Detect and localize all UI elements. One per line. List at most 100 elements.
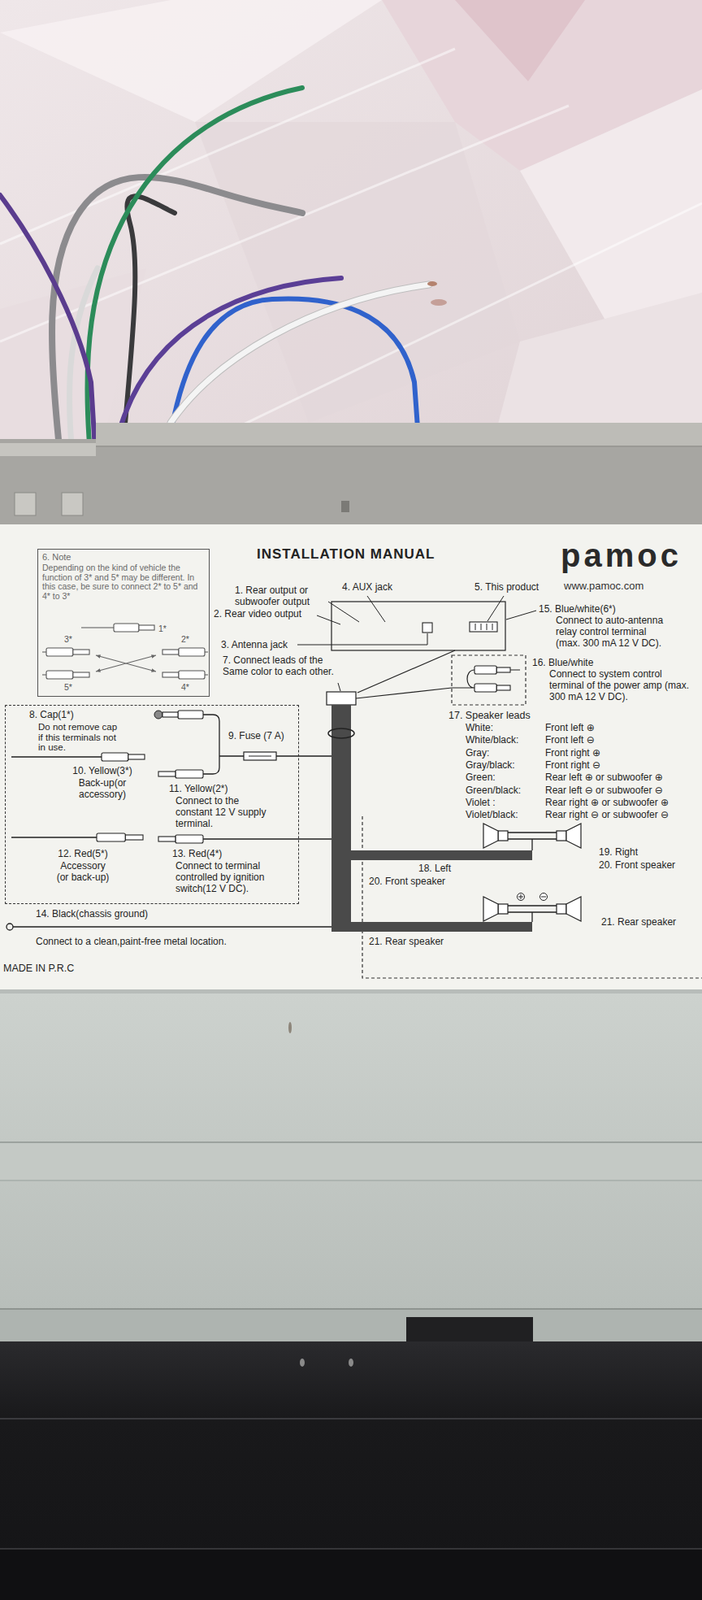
callout-label: 17. Speaker leads	[448, 709, 531, 721]
front-panel	[0, 1340, 702, 1599]
callout-note: Accessory (or back-up)	[54, 860, 112, 884]
minus-terminal	[540, 892, 548, 901]
connector-tip	[158, 836, 176, 841]
connector-tip	[128, 754, 145, 759]
wire-color: Green/black:	[465, 784, 521, 797]
connector-tip	[125, 834, 143, 840]
connector-tip	[138, 624, 155, 630]
leader-line	[367, 595, 386, 622]
pin-label: 5*	[64, 681, 73, 692]
connector-body	[46, 670, 74, 679]
speaker-channel: Front left ⊕	[545, 722, 595, 734]
wire-end	[427, 281, 438, 286]
purple-wire	[0, 195, 96, 464]
callout-label: 1. Rear output or subwoofer output	[234, 585, 326, 608]
connector-body	[113, 623, 139, 632]
chassis-edge	[95, 445, 702, 447]
panel-edge	[0, 1547, 702, 1549]
fuse-element	[248, 755, 272, 757]
leader-line	[338, 682, 341, 691]
connector-cap	[154, 710, 163, 719]
speaker-magnet	[498, 903, 508, 914]
ground-label: 14. Black(chassis ground)	[35, 908, 148, 920]
wire-color: Gray/black:	[465, 759, 516, 772]
product-outline	[331, 601, 506, 650]
panel-edge	[0, 1417, 702, 1419]
connector-body	[177, 710, 204, 719]
speaker-cone	[566, 823, 581, 848]
pin-label: 4*	[181, 681, 190, 692]
brand-logo: pamoc	[560, 536, 682, 574]
speaker-channel: Front left ⊖	[545, 734, 595, 746]
white-wire-edge	[170, 284, 429, 423]
pin-label: 3*	[64, 633, 73, 644]
speaker-label: 20. Front speaker	[368, 875, 446, 888]
callout-label: 8. Cap(1*)	[29, 709, 74, 721]
wire-color: Violet :	[465, 797, 495, 809]
speaker-cable	[351, 921, 533, 932]
wallpaper-line	[0, 48, 702, 464]
speaker-channel: Rear left ⊖ or subwoofer ⊖	[545, 784, 663, 797]
speaker-label: 21. Rear speaker	[368, 936, 444, 948]
sticker-shadow	[0, 988, 702, 993]
arrowhead	[151, 654, 156, 659]
callout-label: 13. Red(4*)	[172, 848, 222, 860]
speaker-cone	[483, 823, 499, 848]
leader-line	[506, 610, 537, 620]
ground-note: Connect to a clean,paint-free metal loca…	[35, 936, 227, 948]
arrowhead	[151, 667, 156, 672]
connector-tip	[73, 671, 90, 677]
connector-body	[46, 647, 74, 656]
wallpaper-pattern	[195, 121, 520, 423]
speaker-cone	[566, 896, 581, 921]
speaker-magnet	[556, 903, 567, 914]
website: www.pamoc.com	[563, 580, 644, 593]
callout-label: 3. Antenna jack	[221, 639, 288, 651]
leader-line	[297, 632, 428, 645]
arrowhead	[95, 667, 101, 672]
harness-ring	[328, 728, 355, 738]
ground-terminal	[6, 923, 13, 930]
chassis-band	[0, 1143, 702, 1180]
terminal-mark	[541, 896, 546, 897]
chassis-tab	[14, 492, 36, 516]
speaker-label: 21. Rear speaker	[601, 916, 676, 928]
reflection	[299, 1357, 305, 1366]
speaker-channel: Front right ⊖	[545, 759, 601, 772]
connector-body	[178, 647, 205, 656]
chassis-ridge	[0, 1140, 702, 1143]
chassis-ridge	[0, 1178, 702, 1181]
chassis-body	[0, 988, 702, 1343]
green-wire	[86, 87, 303, 464]
connector-tip	[158, 771, 176, 776]
connector-tip	[496, 684, 511, 690]
stain	[430, 299, 447, 306]
leader-line	[316, 615, 341, 624]
chassis-lip	[0, 442, 96, 456]
speaker-channel: Front right ⊕	[545, 747, 601, 759]
callout-note: Connect to system control terminal of th…	[549, 668, 693, 702]
arrowhead	[95, 654, 101, 659]
callout-label: 16. Blue/white	[532, 657, 594, 669]
dashed-frame	[362, 815, 702, 978]
plus-terminal	[517, 892, 525, 901]
speaker-magnet	[556, 830, 567, 841]
chassis-top	[0, 438, 702, 529]
callout-label: 2. Rear video output	[213, 608, 302, 620]
connector-body	[96, 832, 126, 841]
origin-mark: MADE IN P.R.C	[3, 962, 74, 974]
callout-note: Back-up(or accessory)	[61, 777, 143, 801]
wire-harness	[331, 704, 351, 932]
callout-note: Connect to terminal controlled by igniti…	[175, 860, 288, 894]
connector-body	[474, 683, 497, 692]
connector-tip	[162, 671, 179, 677]
callout-note: Connect to auto-antenna relay control te…	[555, 615, 670, 649]
white-wire	[170, 284, 429, 423]
connector-body	[474, 665, 497, 674]
speaker-cone	[483, 896, 499, 921]
wire-color: Violet/black:	[465, 809, 518, 821]
connector-body	[175, 834, 204, 843]
pin-label: 1*	[158, 623, 167, 633]
speaker-label: 19. Right	[598, 846, 638, 858]
